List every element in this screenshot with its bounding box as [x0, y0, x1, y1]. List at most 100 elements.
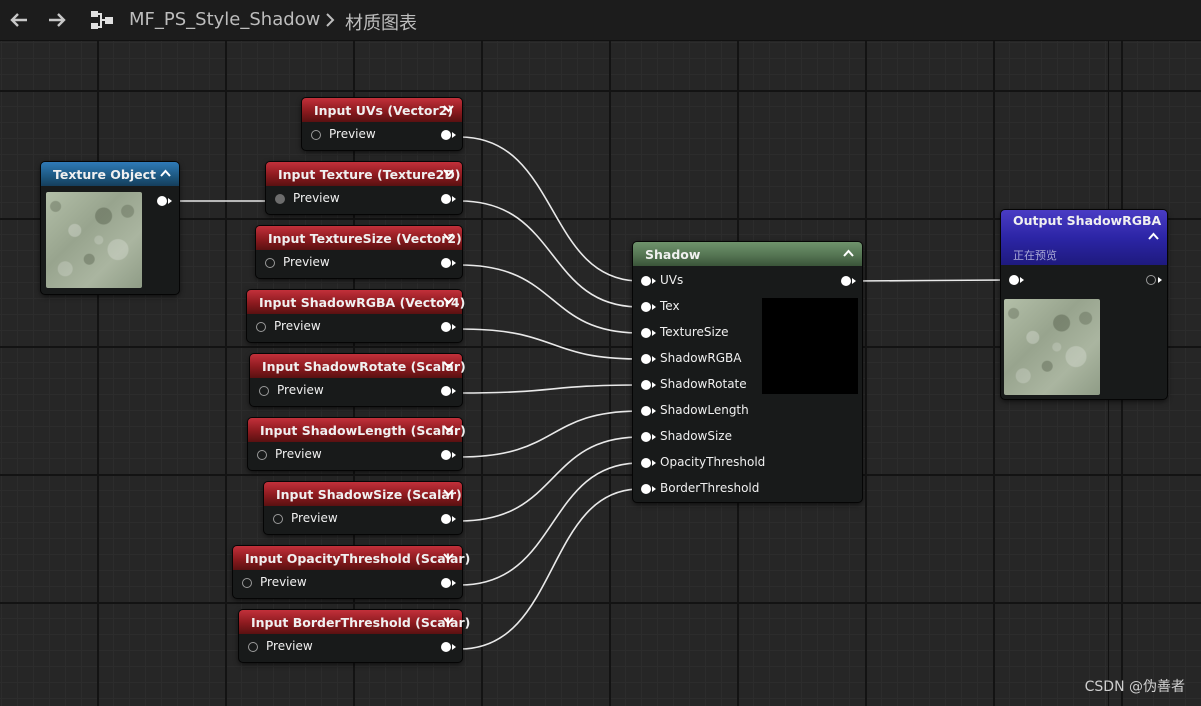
pin-arrow-icon: [452, 388, 456, 394]
input-node-texture[interactable]: Input Texture (Texture2D) Preview: [266, 162, 462, 214]
preview-input-pin[interactable]: [311, 130, 321, 140]
preview-input-pin[interactable]: [248, 642, 258, 652]
pin-label: Preview: [275, 447, 322, 461]
output-pin[interactable]: [441, 258, 451, 268]
preview-input-pin[interactable]: [259, 386, 269, 396]
node-header[interactable]: Input ShadowRotate (Scalar): [250, 354, 466, 378]
pin-arrow-icon: [652, 408, 656, 414]
preview-input-pin[interactable]: [275, 194, 285, 204]
output-pin[interactable]: [441, 130, 451, 140]
wire-borderthreshold: [459, 488, 641, 650]
chevron-up-icon[interactable]: [843, 249, 854, 257]
node-header[interactable]: Input ShadowRGBA (Vector4): [247, 290, 465, 314]
pin-label: Preview: [293, 191, 340, 205]
preview-input-pin[interactable]: [256, 322, 266, 332]
input-pin[interactable]: [641, 302, 651, 312]
node-title: Output ShadowRGBA: [1013, 213, 1162, 228]
node-header[interactable]: Input OpacityThreshold (Scalar): [233, 546, 470, 570]
output-pin[interactable]: [441, 514, 451, 524]
output-node[interactable]: Output ShadowRGBA 正在预览: [1001, 210, 1167, 399]
chevron-down-icon[interactable]: [443, 617, 454, 625]
pin-arrow-icon: [1158, 277, 1162, 283]
input-node-uvs[interactable]: Input UVs (Vector2) Preview: [302, 98, 462, 150]
back-arrow-icon[interactable]: [8, 9, 30, 31]
node-header[interactable]: Input ShadowSize (Scalar): [264, 482, 462, 506]
output-pin[interactable]: [157, 196, 167, 206]
output-pin[interactable]: [441, 578, 451, 588]
chevron-down-icon[interactable]: [443, 105, 454, 113]
output-pin[interactable]: [441, 194, 451, 204]
chevron-down-icon[interactable]: [443, 361, 454, 369]
shadow-function-node[interactable]: Shadow UVs Tex TextureSize ShadowRGBA: [633, 242, 862, 502]
input-pin[interactable]: [641, 458, 651, 468]
input-node-shadowrgba[interactable]: Input ShadowRGBA (Vector4) Preview: [247, 290, 465, 342]
input-node-texturesize[interactable]: Input TextureSize (Vector2) Preview: [256, 226, 462, 278]
chevron-down-icon[interactable]: [443, 489, 454, 497]
chevron-down-icon[interactable]: [443, 233, 454, 241]
input-pin[interactable]: [641, 354, 651, 364]
pin-label: Tex: [660, 299, 680, 313]
node-header[interactable]: Output ShadowRGBA 正在预览: [1001, 210, 1167, 265]
chevron-up-icon[interactable]: [1148, 232, 1159, 240]
pin-label: Preview: [283, 255, 330, 269]
preview-input-pin[interactable]: [257, 450, 267, 460]
output-pin[interactable]: [1146, 275, 1156, 285]
node-title: Input ShadowLength (Scalar): [260, 422, 466, 438]
preview-input-pin[interactable]: [242, 578, 252, 588]
input-node-shadowsize[interactable]: Input ShadowSize (Scalar) Preview: [264, 482, 462, 534]
node-title: Input ShadowSize (Scalar): [276, 486, 462, 502]
pin-arrow-icon: [1020, 277, 1024, 283]
input-pin[interactable]: [641, 380, 651, 390]
pin-label: Preview: [277, 383, 324, 397]
input-pin[interactable]: [641, 484, 651, 494]
pin-arrow-icon: [652, 330, 656, 336]
input-pin[interactable]: [1009, 275, 1019, 285]
preview-input-pin[interactable]: [265, 258, 275, 268]
input-node-shadowrotate[interactable]: Input ShadowRotate (Scalar) Preview: [250, 354, 466, 406]
pin-arrow-icon: [452, 452, 456, 458]
output-preview-thumbnail: [1004, 299, 1100, 395]
pin-label: Preview: [260, 575, 307, 589]
output-pin[interactable]: [841, 276, 851, 286]
chevron-down-icon[interactable]: [443, 553, 454, 561]
breadcrumb-asset[interactable]: MF_PS_Style_Shadow: [129, 9, 321, 30]
preview-input-pin[interactable]: [273, 514, 283, 524]
node-header[interactable]: Input ShadowLength (Scalar): [248, 418, 466, 442]
shadow-input-shadowsize: ShadowSize: [633, 424, 862, 450]
input-pin[interactable]: [641, 276, 651, 286]
shadow-input-opacitythreshold: OpacityThreshold: [633, 450, 862, 476]
input-node-borderthreshold[interactable]: Input BorderThreshold (Scalar) Preview: [239, 610, 470, 662]
chevron-down-icon[interactable]: [443, 425, 454, 433]
wire-output: [851, 279, 1009, 282]
pin-label: Preview: [266, 639, 313, 653]
input-node-opacitythreshold[interactable]: Input OpacityThreshold (Scalar) Preview: [233, 546, 470, 598]
input-pin[interactable]: [641, 328, 651, 338]
pin-arrow-icon: [652, 434, 656, 440]
node-header[interactable]: Shadow: [633, 242, 862, 266]
node-header[interactable]: Texture Object: [41, 162, 179, 186]
shadow-input-uvs: UVs: [633, 268, 862, 294]
pin-label: ShadowSize: [660, 429, 732, 443]
node-header[interactable]: Input BorderThreshold (Scalar): [239, 610, 470, 634]
chevron-down-icon[interactable]: [443, 169, 454, 177]
pin-arrow-icon: [452, 324, 456, 330]
input-node-shadowlength[interactable]: Input ShadowLength (Scalar) Preview: [248, 418, 466, 470]
pin-arrow-icon: [452, 644, 456, 650]
output-pin[interactable]: [441, 322, 451, 332]
chevron-down-icon[interactable]: [443, 297, 454, 305]
shadow-input-shadowlength: ShadowLength: [633, 398, 862, 424]
output-pin[interactable]: [441, 642, 451, 652]
output-pin[interactable]: [441, 386, 451, 396]
node-header[interactable]: Input UVs (Vector2): [302, 98, 462, 122]
breadcrumb-graph[interactable]: 材质图表: [345, 13, 417, 34]
node-header[interactable]: Input TextureSize (Vector2): [256, 226, 462, 250]
forward-arrow-icon[interactable]: [46, 9, 68, 31]
chevron-up-icon[interactable]: [160, 169, 171, 177]
input-pin[interactable]: [641, 432, 651, 442]
pin-label: Preview: [291, 511, 338, 525]
texture-object-node[interactable]: Texture Object: [41, 162, 179, 294]
node-title: Input OpacityThreshold (Scalar): [245, 550, 471, 566]
node-header[interactable]: Input Texture (Texture2D): [266, 162, 462, 186]
output-pin[interactable]: [441, 450, 451, 460]
input-pin[interactable]: [641, 406, 651, 416]
